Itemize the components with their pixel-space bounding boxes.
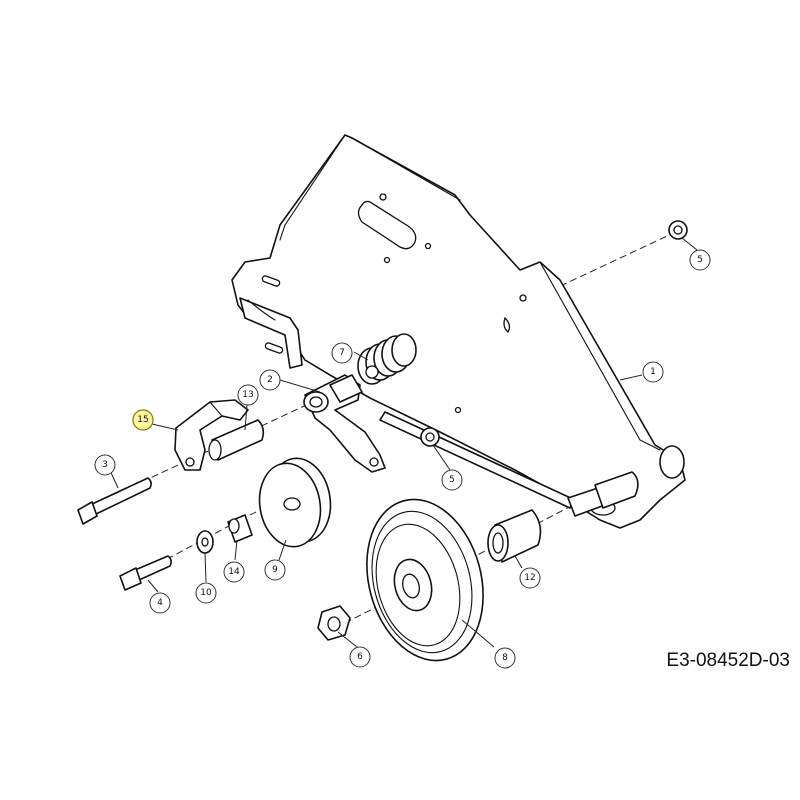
callout-15: 15 xyxy=(132,409,154,431)
callout-label: 13 xyxy=(242,390,253,400)
pulley-vbelt xyxy=(366,498,484,662)
nut-upper xyxy=(668,220,688,240)
bolt-short xyxy=(119,555,172,591)
small-bracket xyxy=(174,399,249,471)
callout-12: 12 xyxy=(519,567,541,589)
callout-1: 1 xyxy=(642,361,664,383)
callout-label: 9 xyxy=(272,565,278,575)
callout-4: 4 xyxy=(149,592,171,614)
callout-10: 10 xyxy=(195,582,217,604)
callout-label: 14 xyxy=(228,567,240,577)
callout-6: 6 xyxy=(349,646,371,668)
callout-label: 3 xyxy=(102,460,108,470)
flange-nut xyxy=(317,605,351,641)
callout-label: 7 xyxy=(339,348,345,358)
callout-label: 4 xyxy=(157,598,163,608)
callout-label: 2 xyxy=(267,375,273,385)
callout-7: 7 xyxy=(331,342,353,364)
sleeve xyxy=(487,509,542,563)
callout-8: 8 xyxy=(494,647,516,669)
callout-label: 8 xyxy=(502,653,508,663)
callout-5-middle: 5 xyxy=(441,469,463,491)
pulley-flat xyxy=(258,457,332,548)
callout-label: 5 xyxy=(449,475,455,485)
callout-label: 15 xyxy=(137,415,148,425)
callout-13: 13 xyxy=(237,384,259,406)
callout-label: 5 xyxy=(697,255,703,265)
bolt-long xyxy=(77,477,152,525)
bushing xyxy=(208,419,265,461)
callout-label: 6 xyxy=(357,652,363,662)
callout-5-upper: 5 xyxy=(689,249,711,271)
spacer xyxy=(227,514,253,543)
spring xyxy=(357,333,417,385)
callout-label: 12 xyxy=(524,573,535,583)
callout-3: 3 xyxy=(94,454,116,476)
leader-lines xyxy=(107,237,698,648)
nut-middle xyxy=(420,427,440,447)
callout-label: 10 xyxy=(200,588,212,598)
washer xyxy=(196,530,214,554)
callout-9: 9 xyxy=(264,559,286,581)
callout-label: 1 xyxy=(650,367,656,377)
callout-14: 14 xyxy=(223,561,245,583)
drawing-code: E3-08452D-03 xyxy=(666,650,790,671)
callout-2: 2 xyxy=(259,369,281,391)
